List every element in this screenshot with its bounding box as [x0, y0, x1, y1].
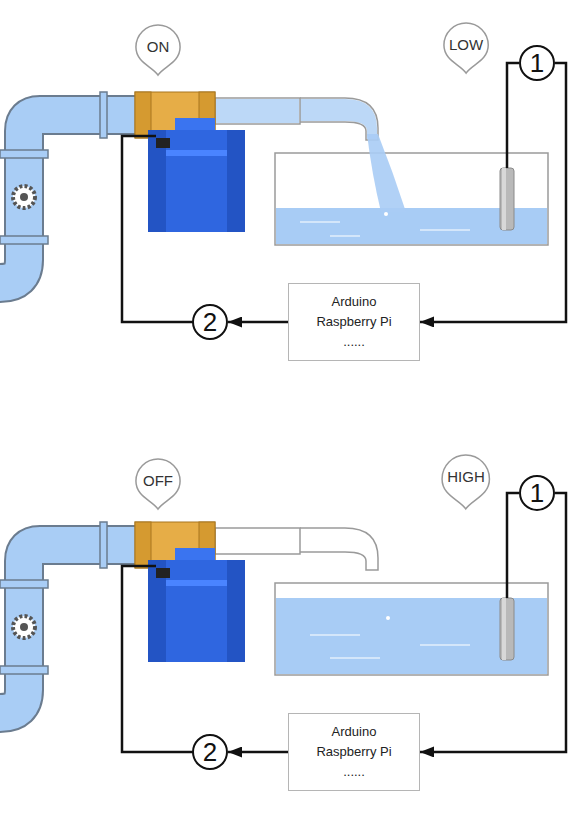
water-stream	[367, 134, 406, 212]
speech-bubble: OFF	[134, 457, 182, 511]
controller-box: Arduino Raspberry Pi ......	[288, 713, 420, 791]
node-text: Arduino Raspberry Pi ......	[309, 292, 399, 352]
signal-wire	[228, 751, 288, 754]
bubble-shape	[136, 25, 180, 75]
bubble-shape	[442, 455, 489, 509]
bubble-dot	[384, 212, 388, 216]
signal-wire	[420, 63, 566, 322]
callout-circle: 2	[192, 304, 228, 340]
node-text: OFF	[143, 472, 173, 489]
node-text: HIGH	[447, 468, 485, 485]
bubble-shape	[136, 459, 180, 509]
callout-circle: 1	[519, 475, 555, 511]
node-text: 1	[530, 480, 544, 506]
valve-rig	[0, 493, 548, 752]
bubble-shape	[444, 23, 488, 73]
speech-bubble: LOW	[442, 21, 490, 75]
ripple	[310, 635, 470, 658]
callout-circle: 1	[519, 45, 555, 81]
node-text: 1	[530, 50, 544, 76]
panel-on	[0, 63, 548, 322]
signal-wire	[228, 321, 288, 324]
node-text: 2	[203, 739, 217, 765]
valve-rig	[0, 63, 548, 322]
signal-wire	[420, 493, 566, 752]
callout-circle: 2	[192, 734, 228, 770]
ripple	[300, 222, 470, 236]
panel-off	[0, 493, 548, 752]
pipe-water	[216, 99, 299, 123]
speech-bubble: HIGH	[440, 453, 492, 511]
node-text: LOW	[449, 36, 483, 53]
node-text: 2	[203, 309, 217, 335]
bubble-dot	[386, 616, 390, 620]
speech-bubble: ON	[134, 23, 182, 77]
node-text: ON	[147, 38, 170, 55]
node-text: Arduino Raspberry Pi ......	[309, 722, 399, 782]
controller-box: Arduino Raspberry Pi ......	[288, 283, 420, 361]
